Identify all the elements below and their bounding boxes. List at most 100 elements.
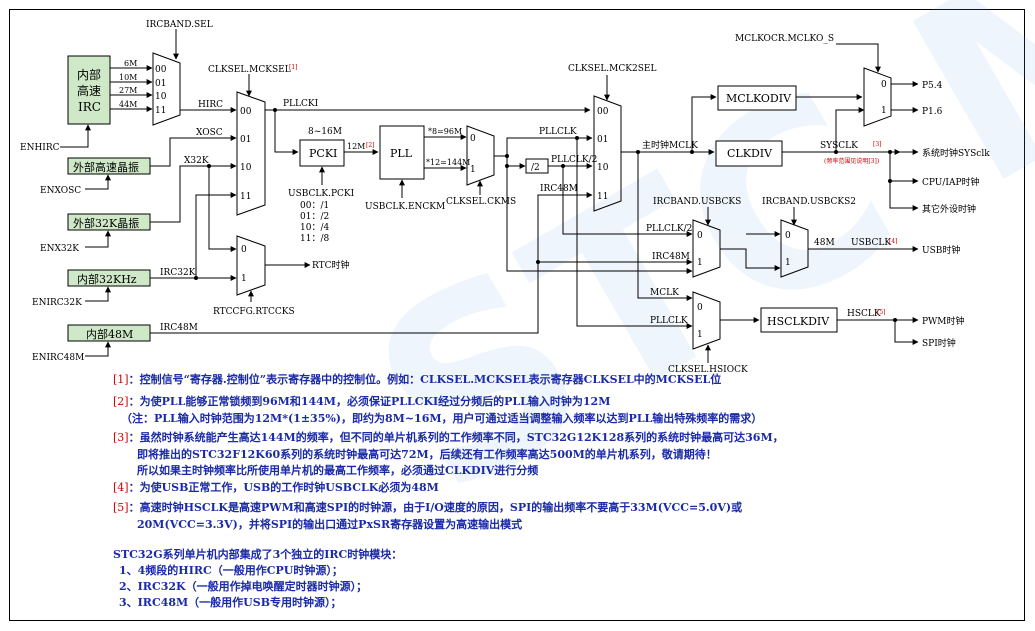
rtccfg-label: RTCCFG.RTCCKS: [213, 307, 295, 317]
mck2sel-mux: [593, 95, 622, 212]
note-tag-1: [1]: [113, 373, 129, 386]
irc-label-2: 高速: [77, 83, 101, 98]
xosc-label: XOSC: [196, 128, 223, 138]
note-4: 为使USB正常工作，USB的工作时钟USBCLK必须为48M: [139, 481, 439, 494]
usbclk-pcki-label: USBCLK.PCKI: [288, 189, 355, 199]
note-tag-3: [3]: [113, 431, 129, 444]
irc48m-wire-label: IRC48M: [160, 323, 198, 333]
note-5b: 20M(VCC=3.3V)，并将SPI的输出口通过PxSR寄存器设置为高速输出模…: [137, 518, 523, 531]
pcki-div-00: 00：/1: [300, 201, 329, 211]
p16-label: P1.6: [922, 107, 943, 117]
usbcks-mux: [692, 219, 721, 278]
note-2b: （注：PLL输入时钟范围为12M*(1±35%)，即约为8M~16M，用户可通过…: [121, 412, 763, 425]
mclko-in-1: 1: [881, 106, 887, 116]
mck2sel-label: CLKSEL.MCK2SEL: [568, 64, 656, 74]
ckms-in-0: 0: [470, 134, 476, 144]
irc-label-1: 内部: [77, 67, 101, 82]
ircband-in-01: 01: [155, 79, 166, 89]
freq-27m: 27M: [119, 86, 137, 95]
x96-label: *8=96M: [428, 127, 462, 136]
sysclk-label: SYSCLK: [820, 141, 858, 151]
other-out-label: 其它外设时钟: [922, 203, 976, 215]
cpu-out-label: CPU/IAP时钟: [922, 176, 980, 188]
pllclk2-b-label: PLLCLK/2: [646, 224, 692, 234]
pllclk-b-label: PLLCLK: [650, 316, 688, 326]
mcksel-mux: [236, 91, 266, 216]
pllclk-label: PLLCLK: [539, 127, 577, 137]
ircband-in-00: 00: [155, 65, 167, 75]
mck2sel-in-10: 10: [597, 163, 609, 173]
mclko-in-0: 0: [881, 80, 887, 90]
hsclkdiv-label: HSCLKDIV: [767, 315, 830, 328]
osc-label: 外部高速晶振: [73, 160, 139, 174]
enirc32k-label: ENIRC32K: [32, 298, 82, 308]
hsiock-in-1: 1: [697, 330, 703, 340]
usbcks2-in-0: 0: [785, 231, 791, 241]
mcksel-in-11: 11: [240, 192, 251, 202]
note-3b: 即将推出的STC32F12K60系列的系统时钟最高可达72M，后续还有工作频率高…: [137, 448, 717, 461]
usbcks2-in-1: 1: [785, 258, 791, 268]
ckms-in-1: 1: [470, 165, 476, 175]
rtc-out-label: RTC时钟: [312, 259, 350, 271]
enx32k-label: ENX32K: [40, 244, 79, 254]
rtc-in-0: 0: [241, 245, 247, 255]
usbcks2-label: IRCBAND.USBCKS2: [762, 197, 856, 207]
enhirc-label: ENHIRC: [20, 143, 60, 153]
ckms-label: CLKSEL.CKMS: [446, 197, 516, 207]
pll-block: [379, 125, 425, 180]
pcki-label: PCKI: [309, 147, 337, 160]
mcksel-in-10: 10: [240, 163, 252, 173]
div2-label: /2: [531, 163, 540, 173]
main-clk-label: 主时钟MCLK: [642, 139, 698, 151]
pcki-div-01: 01：/2: [300, 212, 329, 222]
pcki-div-10: 10：/4: [300, 223, 329, 233]
irc32k-wire-label: IRC32K: [160, 268, 196, 278]
note-tag-4: [4]: [113, 481, 129, 494]
hsiock-mux: [692, 291, 721, 350]
clkdiv-label: CLKDIV: [727, 147, 773, 160]
ircband-in-11: 11: [155, 106, 166, 116]
mcksel-in-00: 00: [240, 107, 252, 117]
irc-block: [67, 55, 111, 125]
ckms-mux: [466, 125, 495, 186]
hsclk-ref: [5]: [877, 309, 886, 316]
usbclk-ref: [4]: [889, 238, 898, 245]
summary-item-3: 3、IRC48M（一般用作USB专用时钟源）；: [119, 596, 342, 609]
usbclk-enckm-label: USBCLK.ENCKM: [365, 202, 445, 212]
mclkocr-label: MCLKOCR.MCLKO_S: [735, 34, 834, 44]
usbcks-in-0: 0: [697, 231, 703, 241]
note-3c: 所以如果主时钟频率比所使用单片机的最高工作频率，必须通过CLKDIV进行分频: [137, 464, 539, 477]
sysclk-note: (频率范围见说明[3]): [824, 157, 879, 165]
irc32k-label: 内部32KHz: [77, 272, 137, 286]
ircband-in-10: 10: [155, 92, 167, 102]
irc48m-c-label: IRC48M: [652, 252, 690, 262]
hsclk-label: HSCLK: [847, 309, 881, 319]
diagram-frame: [9, 9, 1025, 621]
enxosc-label: ENXOSC: [40, 186, 81, 196]
mcksel-ref: [1]: [289, 64, 298, 71]
mclkodiv-label: MCLKODIV: [726, 92, 792, 105]
usbcks-label: IRCBAND.USBCKS: [653, 197, 741, 207]
ircband-mux: [152, 52, 181, 126]
x32k-wire-label: X32K: [184, 156, 209, 166]
m12-ref: [2]: [366, 142, 375, 149]
p54-label: P5.4: [922, 81, 943, 91]
rtc-in-1: 1: [241, 274, 247, 284]
range-label: 8~16M: [308, 127, 342, 137]
note-5a: 高速时钟HSCLK是高速PWM和高速SPI的时钟源，由于I/O速度的原因，SPI…: [139, 501, 743, 514]
irc48m-label: 内部48M: [86, 327, 133, 341]
usbclk-label: USBCLK: [851, 238, 891, 248]
x144-label: *12=144M: [426, 158, 470, 167]
mclko-mux: [863, 67, 892, 127]
pcki-div-11: 11：/8: [300, 234, 329, 244]
note-3a: 虽然时钟系统能产生高达144M的频率，但不同的单片机系列的工作频率不同，STC3…: [139, 431, 784, 444]
hsiock-label: CLKSEL.HSIOCK: [668, 365, 748, 375]
spi-out-label: SPI时钟: [922, 337, 956, 349]
x32k-label: 外部32K晶振: [73, 216, 139, 230]
freq-44m: 44M: [119, 100, 137, 109]
pwm-out-label: PWM时钟: [922, 315, 965, 327]
summary-title: STC32G系列单片机内部集成了3个独立的IRC时钟模块：: [113, 548, 403, 561]
freq-10m: 10M: [119, 73, 137, 82]
summary-item-1: 1、4频段的HIRC（一般用作CPU时钟源）；: [119, 564, 343, 577]
